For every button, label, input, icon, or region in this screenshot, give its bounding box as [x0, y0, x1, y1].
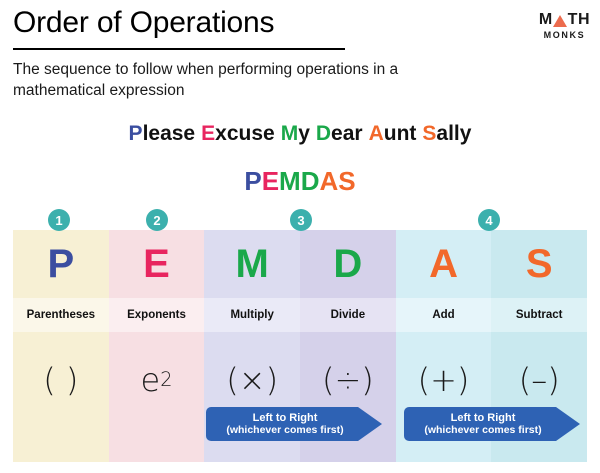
- column-symbol-add: (+): [395, 332, 492, 462]
- column-letter-e: E: [108, 230, 205, 298]
- mnemonic-word-e: Excuse: [201, 122, 275, 145]
- column-label-parentheses: Parentheses: [13, 298, 109, 332]
- mnemonic-word-rest: lease: [142, 122, 196, 145]
- arrow-line-1: Left to Right: [252, 412, 318, 424]
- mnemonic-initial-d: D: [315, 122, 332, 145]
- arrow-body: Left to Right(whichever comes first): [206, 407, 358, 441]
- column-letter-a: A: [395, 230, 492, 298]
- column-symbol-parentheses: ( ): [13, 332, 109, 462]
- column-letter-p: P: [13, 230, 109, 298]
- mnemonic-word-p: Please: [129, 122, 196, 145]
- arrow-line-2: (whichever comes first): [226, 424, 344, 436]
- mnemonic-word-m: My: [281, 122, 310, 145]
- column-letter-m: M: [204, 230, 301, 298]
- step-badge-3: 3: [290, 209, 312, 231]
- mnemonic-word-rest: y: [298, 122, 310, 145]
- column-symbol-multiply: (×): [204, 332, 301, 462]
- logo-subtitle: MONKS: [543, 30, 586, 40]
- arrow-line-1: Left to Right: [450, 412, 516, 424]
- column-letter-s: S: [491, 230, 588, 298]
- mnemonic-initial-s: S: [422, 122, 437, 145]
- mnemonic-word-a: Aunt: [369, 122, 417, 145]
- acronym-letter-e: E: [261, 166, 280, 196]
- mnemonic-initial-a: A: [368, 122, 384, 145]
- mnemonic-word-rest: ear: [331, 122, 363, 145]
- acronym-letter-s: S: [338, 166, 356, 196]
- acronym-letter-m: M: [279, 166, 301, 196]
- acronym-pemdas: PEMDAS: [0, 166, 600, 197]
- arrow-head-icon: [358, 407, 382, 441]
- logo-triangle-a-icon: [553, 15, 568, 27]
- acronym-letter-p: P: [244, 166, 262, 196]
- column-symbol-divide: (÷): [300, 332, 396, 462]
- left-to-right-arrow-1: Left to Right(whichever comes first): [206, 407, 382, 441]
- mnemonic-initial-m: M: [280, 122, 299, 145]
- column-letter-d: D: [300, 230, 396, 298]
- arrow-body: Left to Right(whichever comes first): [404, 407, 556, 441]
- arrow-head-icon: [556, 407, 580, 441]
- column-symbol-subtract: (–): [491, 332, 588, 462]
- logo-letters-th: TH: [567, 11, 590, 28]
- mnemonic-initial-e: E: [201, 122, 216, 145]
- mnemonic-word-rest: unt: [383, 122, 417, 145]
- step-badge-1: 1: [48, 209, 70, 231]
- mnemonic-word-rest: xcuse: [215, 122, 275, 145]
- step-badge-4: 4: [478, 209, 500, 231]
- column-label-multiply: Multiply: [204, 298, 301, 332]
- step-badge-2: 2: [146, 209, 168, 231]
- logo-wordmark: M TH: [539, 12, 590, 28]
- logo-letter-m: M: [538, 11, 553, 28]
- column-label-exponents: Exponents: [108, 298, 205, 332]
- acronym-letter-a: A: [319, 166, 339, 196]
- math-monks-logo: M TH MONKS: [539, 12, 590, 40]
- column-label-add: Add: [395, 298, 492, 332]
- column-label-subtract: Subtract: [491, 298, 588, 332]
- mnemonic-word-s: Sally: [422, 122, 471, 145]
- arrow-line-2: (whichever comes first): [424, 424, 542, 436]
- mnemonic-initial-p: P: [128, 122, 143, 145]
- page-title: Order of Operations: [13, 6, 275, 39]
- title-divider: [13, 48, 345, 50]
- column-label-divide: Divide: [300, 298, 396, 332]
- left-to-right-arrow-2: Left to Right(whichever comes first): [404, 407, 580, 441]
- acronym-letter-d: D: [300, 166, 320, 196]
- page-subtitle: The sequence to follow when performing o…: [13, 61, 399, 99]
- mnemonic-word-d: Dear: [316, 122, 363, 145]
- mnemonic-word-rest: ally: [436, 122, 472, 145]
